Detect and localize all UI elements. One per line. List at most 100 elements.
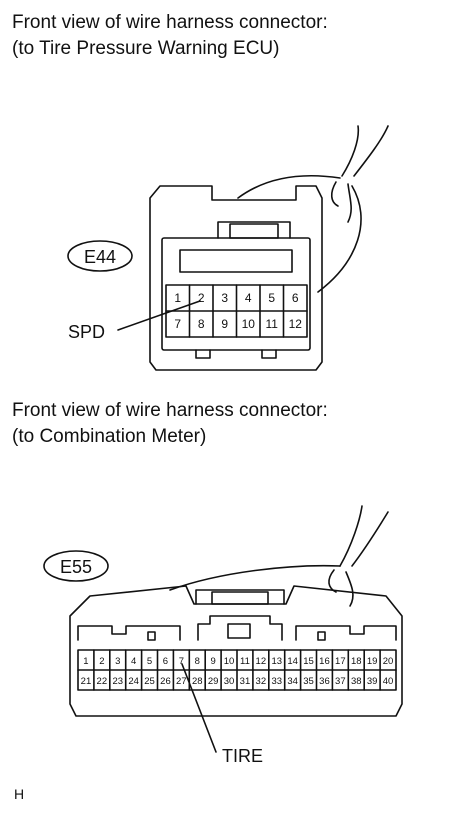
connector-2-pin-35: 35 — [303, 676, 314, 687]
connector-1-pin-5: 5 — [268, 291, 275, 305]
connector-2-pin-36: 36 — [319, 676, 330, 687]
connector-2-code: E55 — [60, 557, 92, 577]
connector-1-code-bubble — [67, 240, 133, 272]
connector-2-pin-10: 10 — [224, 656, 235, 667]
connector-1-lock — [217, 221, 291, 239]
connector-2-face — [77, 625, 181, 641]
connector-2-pin-3: 3 — [115, 656, 120, 667]
connector-1-wire — [353, 125, 389, 177]
connector-1-callout: SPD — [68, 322, 105, 342]
connector-2-pin-7: 7 — [179, 656, 184, 667]
connector-2-center-key — [197, 615, 283, 641]
connector-2-code-bubble — [43, 550, 109, 582]
connector-2-pin-5: 5 — [147, 656, 152, 667]
connector-1-top-slot — [179, 249, 293, 273]
connector-1-pin-8: 8 — [198, 317, 205, 331]
connector-1-caption: Front view of wire harness connector: (t… — [12, 10, 328, 62]
connector-1-bottom-tab — [195, 349, 211, 359]
connector-1-wire — [317, 185, 362, 293]
connector-2-callout: TIRE — [222, 746, 263, 766]
connector-2-pin-23: 23 — [112, 676, 123, 687]
connector-2-pin-24: 24 — [128, 676, 139, 687]
connector-2-pin-6: 6 — [163, 656, 168, 667]
connector-1-grid-columns — [188, 284, 285, 338]
connector-2-pin-33: 33 — [271, 676, 282, 687]
connector-1-code: E44 — [84, 247, 116, 267]
connector-2-pin-16: 16 — [319, 656, 330, 667]
connector-1-pin-9: 9 — [221, 317, 228, 331]
connector-2-mark — [147, 631, 156, 641]
connector-2-pin-9: 9 — [211, 656, 216, 667]
connector-2-pin-32: 32 — [256, 676, 267, 687]
connector-1-callout-line — [117, 300, 201, 331]
connector-2-pin-26: 26 — [160, 676, 171, 687]
connector-2-callout-line — [181, 663, 217, 753]
connector-2-pin-34: 34 — [287, 676, 298, 687]
connector-2-housing — [69, 585, 403, 717]
connector-1-pin-10: 10 — [242, 317, 256, 331]
connector-2-pin-12: 12 — [256, 656, 267, 667]
connector-1-wire — [347, 183, 352, 223]
connector-2-pin-21: 21 — [81, 676, 92, 687]
connector-2-lock-slot — [211, 591, 269, 605]
connector-1-face — [161, 237, 311, 351]
connector-2-pin-27: 27 — [176, 676, 187, 687]
connector-1-wire — [330, 181, 339, 207]
connector-1-bottom-tab — [261, 349, 277, 359]
connector-2-pin-18: 18 — [351, 656, 362, 667]
connector-2-pin-25: 25 — [144, 676, 155, 687]
connector-2-pin-30: 30 — [224, 676, 235, 687]
connector-2-caption: Front view of wire harness connector: (t… — [12, 398, 328, 450]
connector-1-housing — [149, 185, 323, 371]
connector-2-pin-4: 4 — [131, 656, 136, 667]
connector-1-pin-12: 12 — [289, 317, 303, 331]
connector-2-wire — [328, 569, 337, 593]
connector-1-pin-1: 1 — [174, 291, 181, 305]
connector-2-pin-39: 39 — [367, 676, 378, 687]
connector-1-pin-7: 7 — [174, 317, 181, 331]
connector-1-caption-line1: Front view of wire harness connector: — [12, 12, 328, 33]
connector-2-mark — [317, 631, 326, 641]
connector-2-wire — [169, 564, 341, 591]
connector-2-pin-13: 13 — [271, 656, 282, 667]
connector-2-caption-line2: (to Combination Meter) — [12, 426, 207, 447]
connector-1-pin-4: 4 — [245, 291, 252, 305]
connector-2-key-slot — [227, 623, 251, 639]
connector-2-pin-20: 20 — [383, 656, 394, 667]
connector-1-pin-3: 3 — [221, 291, 228, 305]
connector-2-pin-15: 15 — [303, 656, 314, 667]
connector-2-pin-31: 31 — [240, 676, 251, 687]
connector-1-pin-6: 6 — [292, 291, 299, 305]
connector-2-wire — [345, 571, 354, 607]
connector-2-grid-columns — [93, 649, 381, 691]
connector-1-wire — [341, 125, 360, 177]
connector-2-pin-22: 22 — [97, 676, 108, 687]
connector-2-pin-8: 8 — [195, 656, 200, 667]
connector-1-pin-11: 11 — [266, 317, 279, 331]
connector-2-pin-37: 37 — [335, 676, 346, 687]
connector-2-pin-19: 19 — [367, 656, 378, 667]
connector-2-caption-line1: Front view of wire harness connector: — [12, 400, 328, 421]
connector-2-pin-17: 17 — [335, 656, 346, 667]
connector-1-wire — [237, 175, 341, 199]
connector-2-wire — [339, 505, 363, 567]
connector-2-pin-38: 38 — [351, 676, 362, 687]
connector-2-pin-11: 11 — [240, 656, 250, 667]
connector-2-pin-28: 28 — [192, 676, 203, 687]
footer-code: H — [14, 786, 25, 802]
connector-2-pin-29: 29 — [208, 676, 219, 687]
connector-2-pin-40: 40 — [383, 676, 394, 687]
connector-1-pin-2: 2 — [198, 291, 205, 305]
connector-1-caption-line2: (to Tire Pressure Warning ECU) — [12, 38, 280, 59]
connector-2-lock — [195, 589, 285, 605]
connector-2-face — [295, 625, 397, 641]
connector-2-pin-1: 1 — [83, 656, 88, 667]
connector-2-pin-2: 2 — [99, 656, 104, 667]
connector-2-pin-14: 14 — [287, 656, 298, 667]
connector-2-wire — [351, 511, 389, 567]
